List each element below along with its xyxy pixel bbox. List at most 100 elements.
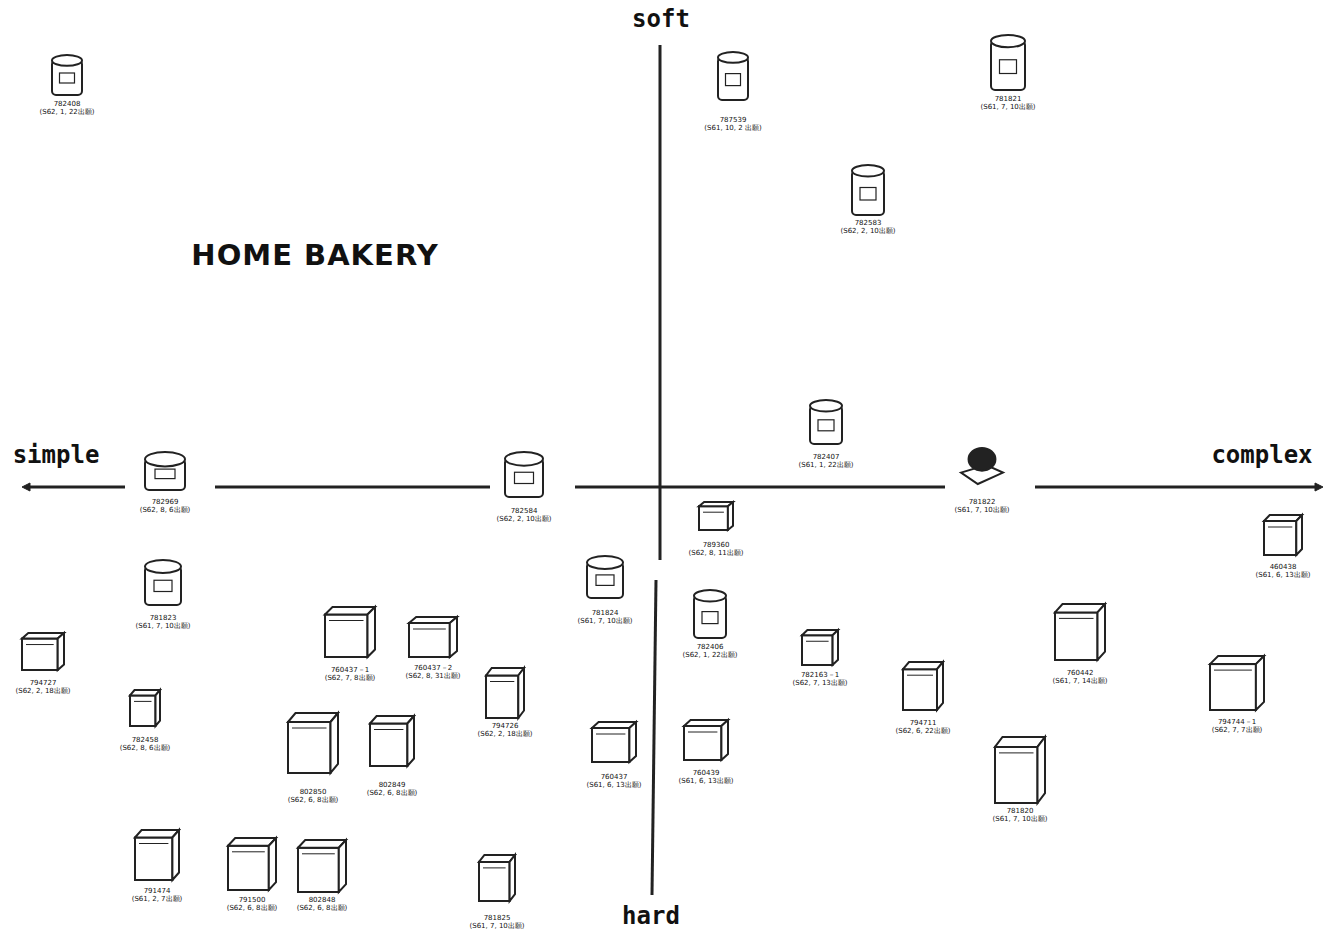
icon-stroke xyxy=(22,633,64,670)
product-number: 781821 xyxy=(995,95,1022,103)
filing-date: (S61, 7, 10出願) xyxy=(577,617,632,625)
icon-stroke xyxy=(629,722,636,762)
icon-stroke xyxy=(450,617,457,657)
filing-date: (S62, 6, 8出願) xyxy=(297,904,348,912)
icon-stroke xyxy=(58,633,64,670)
icon-stroke xyxy=(135,838,172,881)
icon-stroke xyxy=(802,630,838,665)
product-number: 802848 xyxy=(309,896,336,904)
filing-date: (S62, 2, 18出願) xyxy=(15,687,70,695)
product-number: 802849 xyxy=(379,781,406,789)
icon-stroke xyxy=(721,720,728,760)
icon-stroke xyxy=(991,35,1025,90)
icon-stroke xyxy=(298,840,346,892)
icon-stroke xyxy=(694,590,726,638)
icon-stroke xyxy=(298,848,339,892)
filing-date: (S62, 6, 22出願) xyxy=(895,727,950,735)
icon-stroke xyxy=(292,728,327,729)
filing-date: (S61, 10, 2 出願) xyxy=(704,124,761,132)
icon-stroke xyxy=(999,752,1034,753)
icon-stroke xyxy=(1098,604,1106,660)
icon-stroke xyxy=(688,732,717,733)
icon-stroke xyxy=(995,737,1045,803)
icon-stroke xyxy=(1055,604,1105,660)
icon-stroke xyxy=(684,726,721,760)
icon-stroke xyxy=(991,35,1025,47)
product-number: 794744－1 xyxy=(1218,718,1256,726)
icon-stroke xyxy=(703,512,724,513)
filing-date: (S61, 6, 13出願) xyxy=(1255,571,1310,579)
product-number: 781823 xyxy=(150,614,177,622)
icon-stroke xyxy=(155,469,175,479)
icon-stroke xyxy=(903,662,943,710)
icon-stroke xyxy=(852,165,884,177)
icon-stroke xyxy=(130,690,160,726)
icon-stroke xyxy=(135,830,179,880)
icon-stroke xyxy=(1038,737,1046,803)
icon-stroke xyxy=(818,420,834,431)
icon-stroke xyxy=(228,846,269,890)
icon-stroke xyxy=(1210,664,1256,710)
icon-stroke xyxy=(368,607,376,657)
product-number: 781822 xyxy=(969,498,996,506)
product-number: 760437 xyxy=(601,773,628,781)
icon-stroke xyxy=(228,838,276,890)
icon-stroke xyxy=(134,701,152,702)
icon-stroke xyxy=(726,74,741,86)
icon-stroke xyxy=(1296,515,1302,555)
product-number: 789360 xyxy=(703,541,730,549)
icon-stroke xyxy=(833,630,838,665)
product-number: 782163－1 xyxy=(801,671,839,679)
product-number: 794711 xyxy=(910,719,937,727)
product-number: 781824 xyxy=(592,609,619,617)
icon-stroke xyxy=(130,695,156,726)
icon-stroke xyxy=(810,400,842,412)
product-number: 802850 xyxy=(300,788,327,796)
filing-date: (S62, 2, 10出願) xyxy=(496,515,551,523)
icon-stroke xyxy=(156,690,161,726)
icon-stroke xyxy=(937,662,943,710)
icon-stroke xyxy=(907,675,933,676)
filing-date: (S62, 6, 8出願) xyxy=(227,904,278,912)
icon-stroke xyxy=(699,502,733,530)
icon-stroke xyxy=(587,556,623,569)
icon-stroke xyxy=(339,840,346,892)
filing-date: (S62, 7, 13出願) xyxy=(792,679,847,687)
icon-stroke xyxy=(515,472,534,483)
filing-date: (S61, 7, 10出願) xyxy=(992,815,1047,823)
filing-date: (S62, 6, 8出願) xyxy=(288,796,339,804)
filing-date: (S62, 8, 6出願) xyxy=(120,744,171,752)
product-number: 782458 xyxy=(132,736,159,744)
filing-date: (S62, 8, 6出願) xyxy=(140,506,191,514)
product-number: 794726 xyxy=(492,722,519,730)
icon-stroke xyxy=(288,722,331,773)
icon-stroke xyxy=(1264,521,1296,555)
filing-date: (S61, 1, 22出願) xyxy=(798,461,853,469)
product-number: 782584 xyxy=(511,507,538,515)
product-number: 760437－2 xyxy=(414,664,452,672)
icon-stroke xyxy=(684,720,728,760)
icon-stroke xyxy=(52,55,82,95)
icon-stroke xyxy=(718,52,748,63)
icon-stroke xyxy=(510,855,515,901)
icon-stroke xyxy=(288,713,338,773)
icon-stroke xyxy=(413,629,446,630)
icon-stroke xyxy=(60,73,75,83)
icon-stroke xyxy=(1000,60,1017,74)
filing-date: (S61, 7, 10出願) xyxy=(469,922,524,930)
filing-date: (S62, 7, 8出願) xyxy=(325,674,376,682)
icon-stroke xyxy=(702,612,718,624)
icon-stroke xyxy=(1055,612,1098,660)
icon-stroke xyxy=(505,452,543,466)
filing-date: (S62, 7, 7出願) xyxy=(1212,726,1263,734)
icon-stroke xyxy=(1268,527,1292,528)
axis-label: hard xyxy=(622,902,680,930)
product-number: 760439 xyxy=(693,769,720,777)
icon-stroke xyxy=(518,668,524,718)
icon-stroke xyxy=(1210,656,1264,710)
icon-stroke xyxy=(728,502,733,530)
icon-stroke xyxy=(409,617,457,657)
product-number: 760437－1 xyxy=(331,666,369,674)
icon-stroke xyxy=(596,575,614,586)
